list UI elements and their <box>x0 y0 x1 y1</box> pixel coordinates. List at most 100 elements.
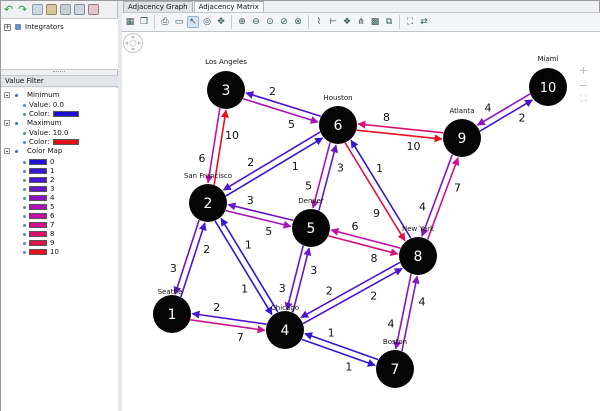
import-icon[interactable] <box>46 3 57 15</box>
edge-5-4[interactable] <box>284 245 304 311</box>
zoom-in-button[interactable]: + <box>578 64 589 77</box>
edge-5-6[interactable] <box>318 144 339 211</box>
lock-icon[interactable] <box>60 3 71 15</box>
color-map-swatch[interactable] <box>29 195 47 201</box>
zoom-reset-icon[interactable]: ⊘ <box>280 17 288 27</box>
resize-grip[interactable] <box>53 71 65 73</box>
color-map-swatch[interactable] <box>29 231 47 237</box>
edge-8-4[interactable] <box>300 261 401 319</box>
edge-4-7[interactable] <box>301 338 376 367</box>
edge-1-4[interactable] <box>190 319 266 334</box>
edge-4-1[interactable] <box>191 310 267 325</box>
layout-icon[interactable]: ▦ <box>125 17 135 27</box>
navigation-wheel[interactable] <box>122 32 144 54</box>
color-map-item[interactable]: 3 <box>23 185 54 193</box>
color-map-item[interactable]: 2 <box>23 176 54 184</box>
node-circle[interactable] <box>319 106 357 144</box>
color-map-item[interactable]: 6 <box>23 212 54 220</box>
expand-icon[interactable]: + <box>4 22 11 31</box>
node-circle[interactable] <box>292 209 330 247</box>
edge-3-2[interactable] <box>205 108 221 184</box>
edge-8-5[interactable] <box>330 227 401 249</box>
color-map-item[interactable]: 4 <box>23 194 54 202</box>
node-circle[interactable] <box>153 295 191 333</box>
minimum-color-swatch[interactable] <box>52 111 79 117</box>
collapse-icon[interactable] <box>4 120 10 126</box>
edge-4-5[interactable] <box>292 247 312 313</box>
color-map-swatch[interactable] <box>29 240 47 246</box>
color-map-swatch[interactable] <box>29 249 47 255</box>
edge-10-9[interactable] <box>476 93 531 126</box>
hierarchy-icon[interactable]: ⋔ <box>357 17 365 27</box>
edge-6-8[interactable] <box>344 142 406 242</box>
color-map-swatch[interactable] <box>29 204 47 210</box>
color-map-item[interactable]: 7 <box>23 221 54 229</box>
color-map-item[interactable]: 0 <box>23 158 54 166</box>
edge-5-2[interactable] <box>227 202 294 222</box>
edge-4-2[interactable] <box>220 217 279 313</box>
color-map-swatch[interactable] <box>29 159 47 165</box>
edge-8-7[interactable] <box>393 273 412 350</box>
edge-6-5[interactable] <box>310 142 331 209</box>
color-map-node[interactable]: Color Map <box>4 147 62 155</box>
node-circle[interactable] <box>443 119 481 157</box>
export-icon[interactable] <box>88 3 99 15</box>
node-circle[interactable] <box>399 237 437 275</box>
fit-icon[interactable]: ⛶ <box>406 17 414 27</box>
maximum-color-row[interactable]: Color: <box>23 138 79 146</box>
edge-8-6[interactable] <box>350 139 412 239</box>
edge-9-6[interactable] <box>357 120 444 134</box>
maximum-node[interactable]: Maximum <box>4 119 62 127</box>
zoom-in-icon[interactable]: ⊕ <box>238 17 246 27</box>
edge-2-1[interactable] <box>173 219 200 295</box>
search-icon[interactable] <box>32 3 43 15</box>
zoom-fit-icon[interactable]: ⊙ <box>266 17 274 27</box>
tree-item-integrators[interactable]: + Integrators <box>4 23 64 31</box>
color-map-item[interactable]: 9 <box>23 239 54 247</box>
minimum-color-row[interactable]: Color: <box>23 110 79 118</box>
color-map-item[interactable]: 1 <box>23 167 54 175</box>
color-map-item[interactable]: 5 <box>23 203 54 211</box>
edge-8-9[interactable] <box>426 157 460 240</box>
edge-7-8[interactable] <box>401 275 420 352</box>
edge-4-8[interactable] <box>302 267 403 325</box>
node-circle[interactable] <box>189 184 227 222</box>
tab-adjacency-graph[interactable]: Adjacency Graph <box>123 1 193 12</box>
minimum-node[interactable]: Minimum <box>4 91 59 99</box>
color-map-swatch[interactable] <box>29 222 47 228</box>
node-circle[interactable] <box>529 68 567 106</box>
panel-splitter[interactable] <box>118 1 122 411</box>
move-tool-icon[interactable]: ✥ <box>217 17 225 27</box>
zoom-out-button[interactable]: − <box>578 79 589 92</box>
edge-9-8[interactable] <box>420 154 454 237</box>
redo-icon[interactable]: ↷ <box>18 2 28 16</box>
edge-1-2[interactable] <box>180 222 207 298</box>
edge-2-4[interactable] <box>214 220 273 316</box>
collapse-icon[interactable] <box>4 92 10 98</box>
edge-6-3[interactable] <box>245 91 322 118</box>
edge-3-6[interactable] <box>242 97 319 124</box>
color-map-swatch[interactable] <box>29 177 47 183</box>
pan-tool-icon[interactable]: ◎ <box>203 17 211 27</box>
minimum-value-row[interactable]: Value: 0.0 <box>23 101 64 109</box>
edge-7-4[interactable] <box>304 332 379 361</box>
maximum-color-swatch[interactable] <box>52 139 79 145</box>
tree-layout-icon[interactable]: ⊢ <box>329 17 337 27</box>
node-circle[interactable] <box>376 350 414 388</box>
maximum-value-row[interactable]: Value: 10.0 <box>23 129 68 137</box>
edge-2-6[interactable] <box>225 137 324 197</box>
grid-layout-icon[interactable]: ▩ <box>370 17 380 27</box>
undo-icon[interactable]: ↶ <box>4 2 14 16</box>
circular-layout-icon[interactable]: ❖ <box>342 17 352 27</box>
edge-6-2[interactable] <box>222 131 321 191</box>
tab-adjacency-matrix[interactable]: Adjacency Matrix <box>193 1 264 12</box>
color-map-swatch[interactable] <box>29 213 47 219</box>
